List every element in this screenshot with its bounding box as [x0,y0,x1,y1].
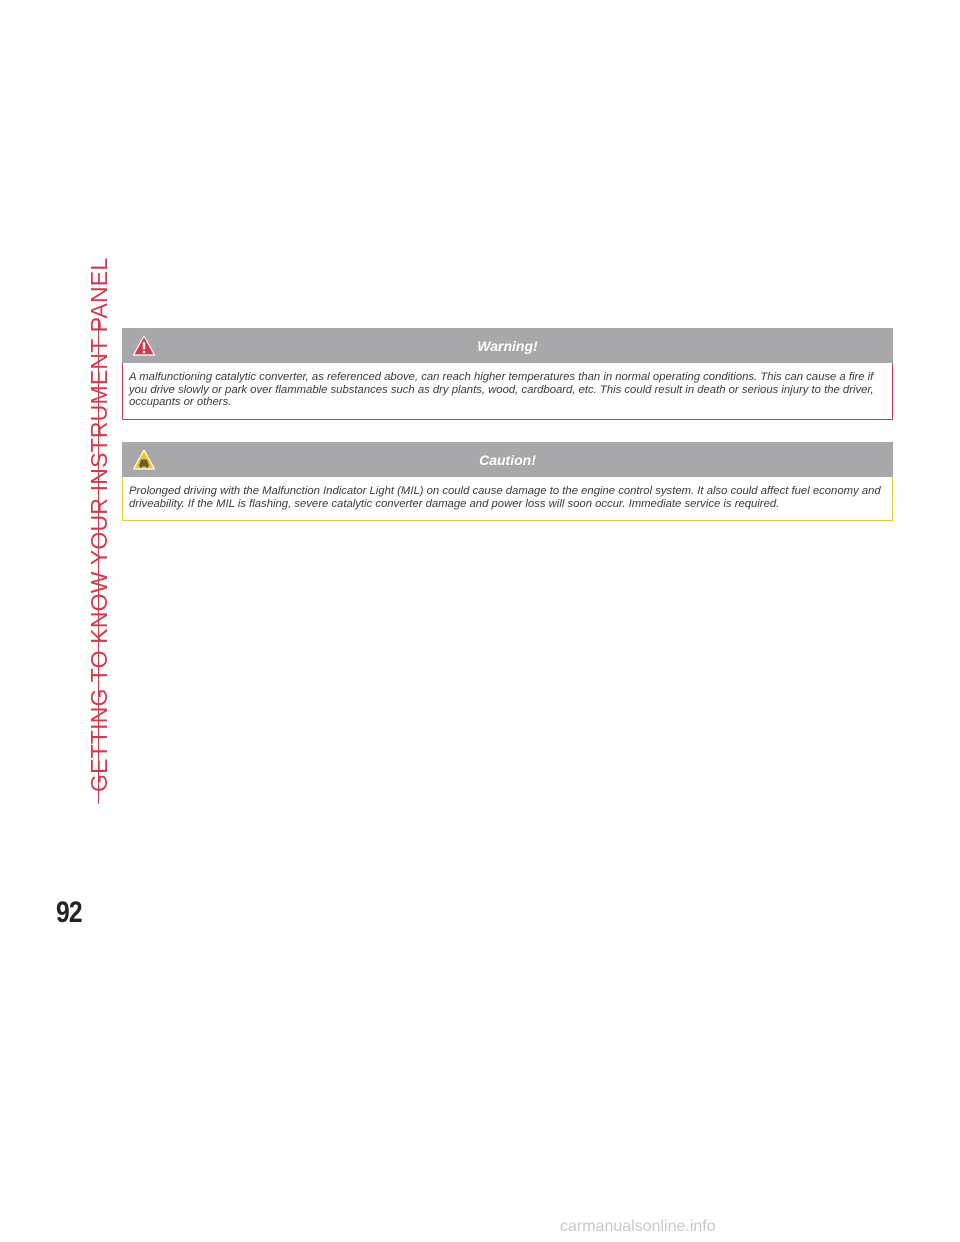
warning-text: A malfunctioning catalytic converter, as… [122,363,893,420]
warning-title: Warning! [477,337,538,354]
caution-car-icon [132,449,156,470]
warning-triangle-icon [132,335,156,356]
watermark: carmanualsonline.info [560,1218,716,1235]
sidebar-section-title: GETTING TO KNOW YOUR INSTRUMENT PANEL [86,257,112,792]
caution-header: Caution! [122,442,893,477]
page-number: 92 [56,896,83,929]
caution-text: Prolonged driving with the Malfunction I… [122,477,893,521]
warning-box: Warning! A malfunctioning catalytic conv… [122,328,893,420]
caution-title: Caution! [479,451,536,468]
warning-header: Warning! [122,328,893,363]
sidebar-rule [98,318,99,804]
caution-box: Caution! Prolonged driving with the Malf… [122,442,893,521]
